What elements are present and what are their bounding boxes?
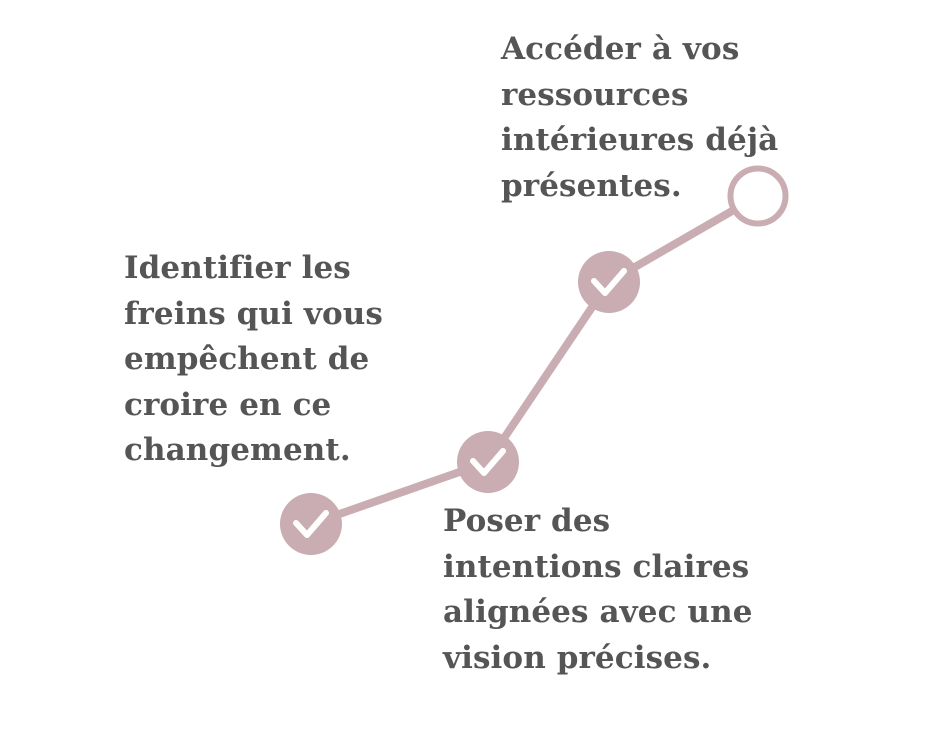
step-2-line: croire en ce: [124, 386, 332, 423]
check-icon: [293, 510, 329, 538]
step-4-text: Accéder à vos ressources intérieures déj…: [501, 27, 778, 209]
step-3-circle: [578, 251, 640, 313]
step-3-line: Poser des: [443, 503, 611, 539]
step-2-line: Identifier les: [124, 250, 351, 286]
step-3-text: Poser des intentions claires alignées av…: [443, 499, 753, 681]
step-4-line: présentes.: [501, 167, 682, 204]
step-2-line: changement.: [124, 432, 351, 468]
step-3-line: intentions claires: [443, 548, 750, 585]
step-1-node: [280, 493, 342, 555]
step-2-line: freins qui vous: [124, 295, 383, 332]
check-icon: [470, 448, 506, 476]
step-4-line: ressources: [501, 76, 689, 113]
step-2-text: Identifier les freins qui vous empêchent…: [124, 246, 383, 474]
step-1-circle: [280, 493, 342, 555]
empty-circle-icon: [727, 165, 789, 227]
step-2-line: empêchent de: [124, 341, 370, 377]
connector-2-3: [484, 278, 613, 466]
connector-1-2: [307, 458, 492, 528]
check-icon: [591, 268, 627, 296]
step-3-node: [578, 251, 640, 313]
step-4-line: intérieures déjà: [501, 122, 779, 158]
step-3-line: alignées avec une: [443, 594, 753, 630]
step-2-node: [457, 431, 519, 493]
step-4-line: Accéder à vos: [501, 31, 740, 67]
step-3-line: vision précises.: [443, 639, 712, 676]
step-4-node: [727, 165, 789, 227]
step-2-circle: [457, 431, 519, 493]
